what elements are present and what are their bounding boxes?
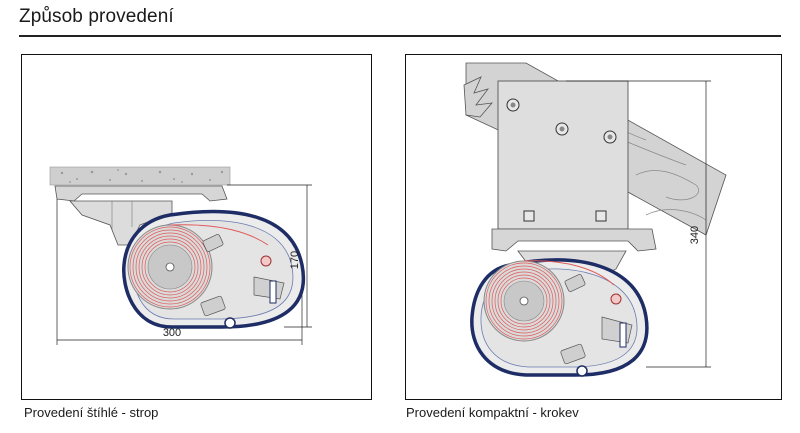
guide-roller [610,293,622,305]
roll-axle [165,262,175,272]
fabric-layers [485,262,563,340]
caption-ceiling: Provedení štíhlé - strop [24,405,159,420]
page-title: Způsob provedení [19,6,174,27]
guide-roller [260,255,272,267]
caption-rafter: Provedení kompaktní - krokev [406,405,579,420]
dim-height-label: 340 [689,226,701,244]
mounting-plate [54,185,228,202]
ceiling-mount-drawing: 170 300 [49,166,312,345]
rafter-mount-drawing: 340 [463,62,727,377]
rafter-plate [497,80,629,230]
ceiling-slab [49,166,231,186]
dim-height-label: 170 [289,251,301,269]
bottom-bar [576,365,588,377]
roll-axle [519,296,529,306]
dim-width-label: 300 [163,327,181,339]
title-divider [19,35,781,37]
bottom-bar [224,317,236,329]
diagram-panel-ceiling: 170 300 [21,54,372,400]
dimension-lines [56,184,312,345]
base-bracket [491,228,657,252]
diagram-panel-rafter: 340 [405,54,782,400]
dimension-lines [566,80,711,368]
fabric-layers [129,226,211,308]
